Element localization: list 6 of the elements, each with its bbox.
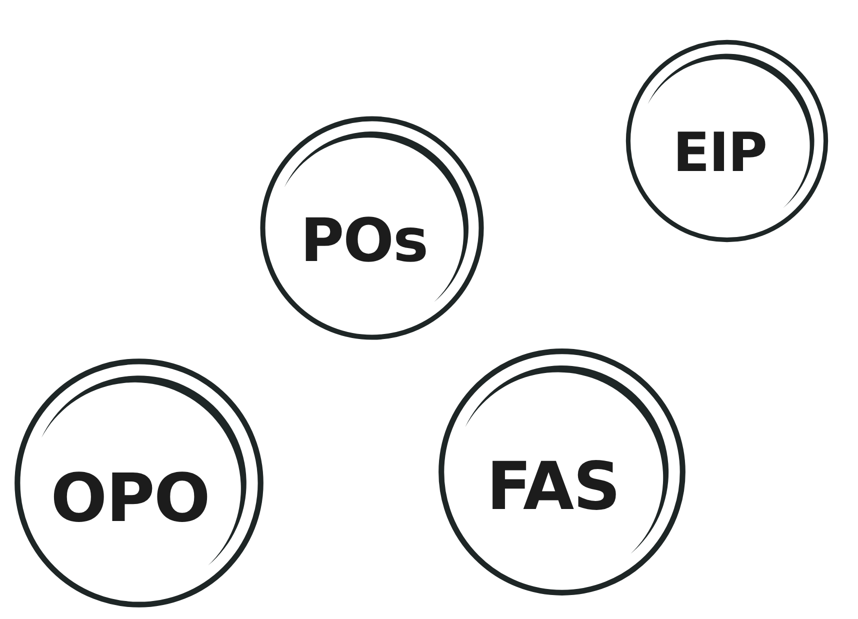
circle-node	[257, 113, 487, 343]
circle-node	[623, 37, 831, 245]
node-label: FAS	[486, 454, 620, 520]
node-label: EIP	[672, 126, 767, 180]
node-label: POs	[300, 212, 428, 272]
node-label: OPO	[50, 465, 210, 532]
